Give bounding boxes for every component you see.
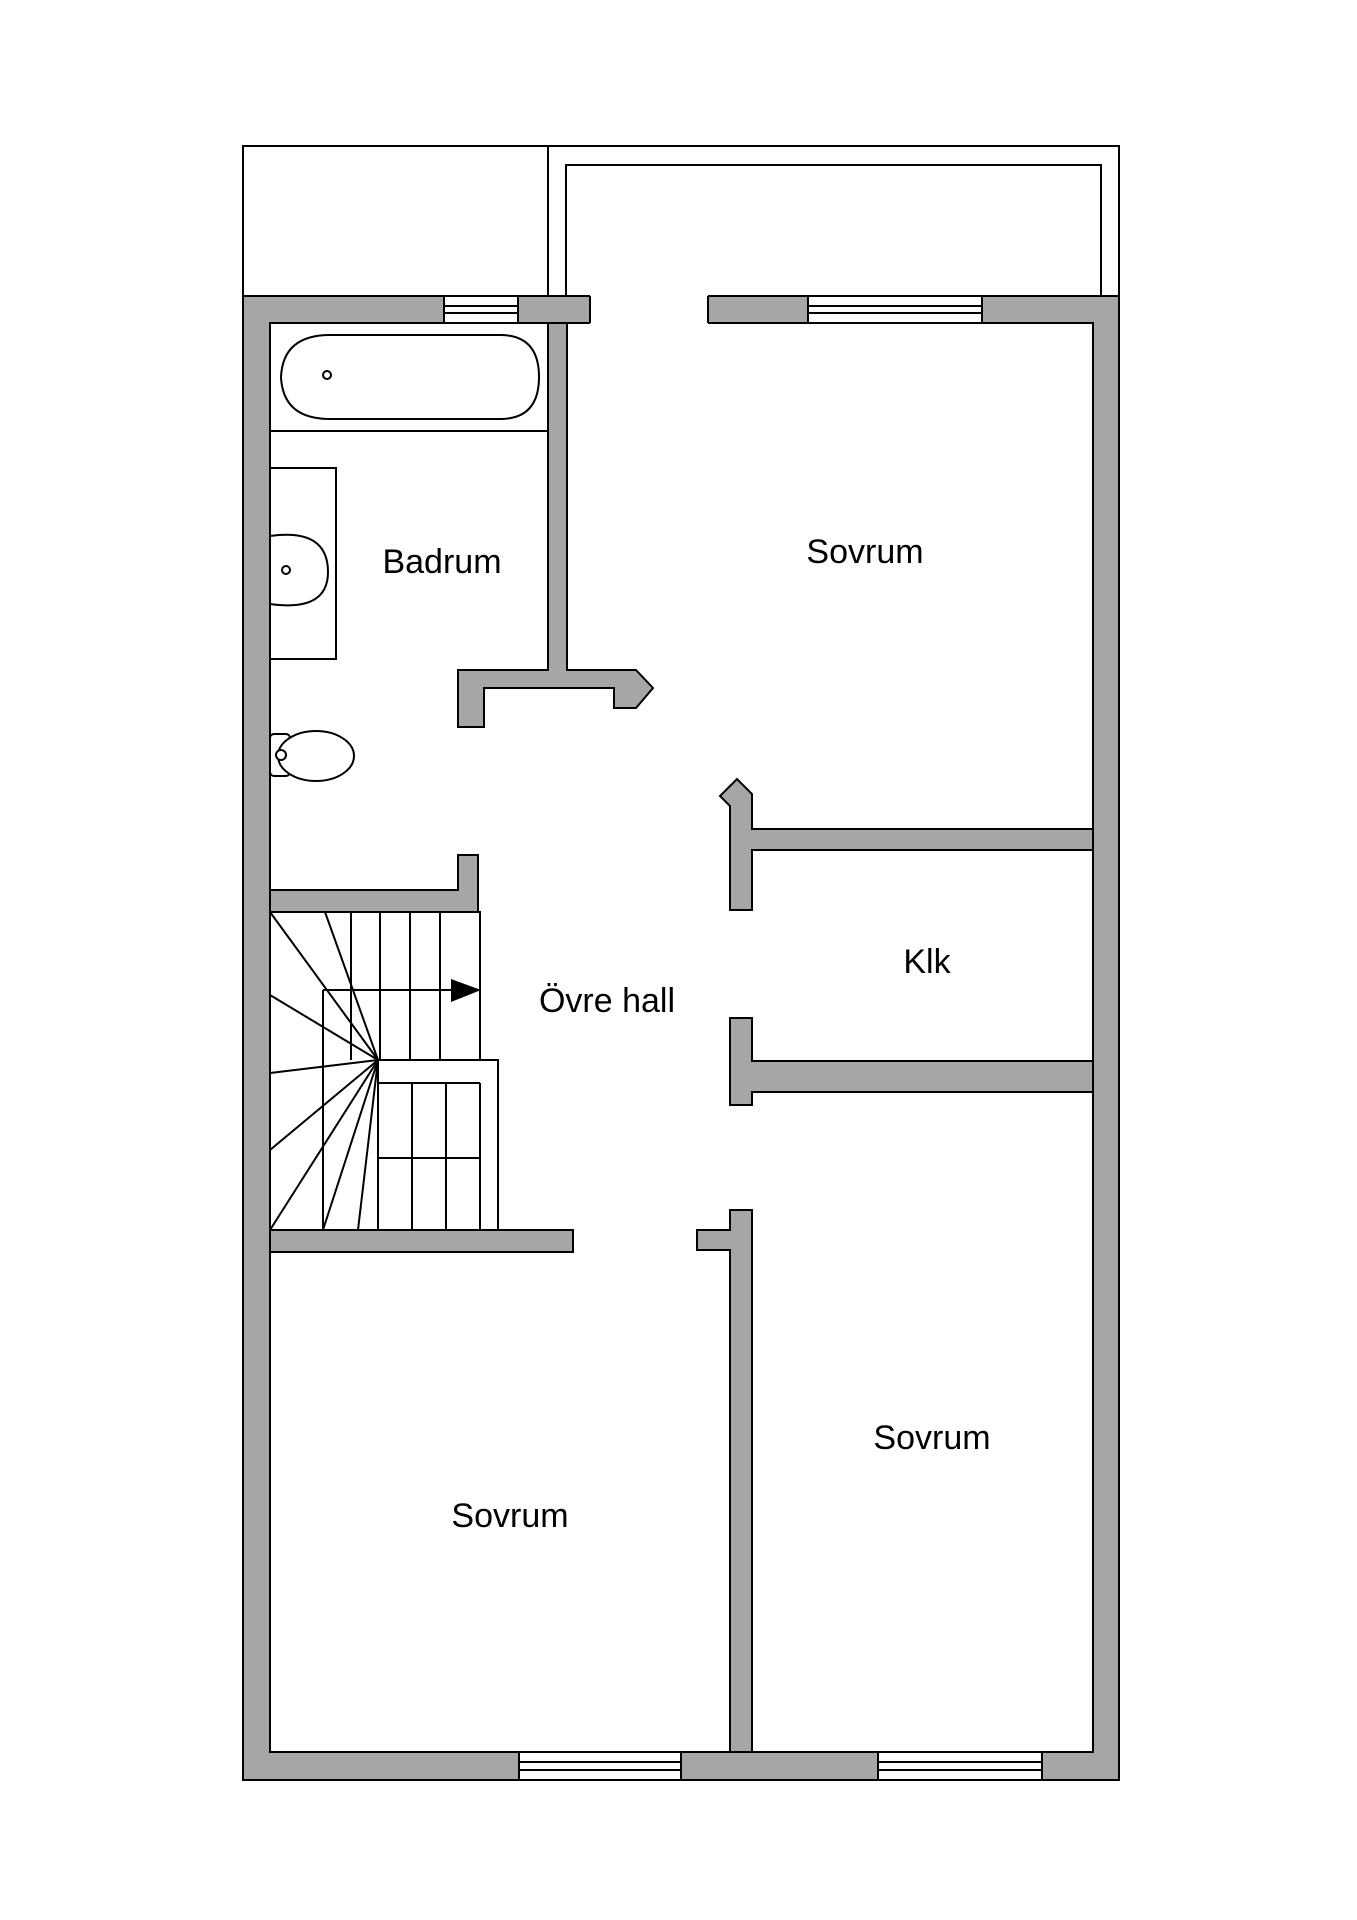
room-labels: Badrum Sovrum Klk Övre hall Sovrum Sovru… xyxy=(382,533,990,1535)
wall-klk-bedroom xyxy=(729,1017,1094,1106)
label-klk: Klk xyxy=(903,943,951,981)
label-sovrum-bottom-left: Sovrum xyxy=(451,1497,568,1535)
balcony-door-opening xyxy=(590,294,708,325)
windows xyxy=(443,295,1043,1781)
bathtub xyxy=(269,322,549,432)
label-sovrum-bottom-right: Sovrum xyxy=(873,1419,990,1457)
bathroom-bottom-wall xyxy=(269,854,479,913)
window-bedroom-bottom-right xyxy=(877,1751,1043,1781)
window-bedroom-top xyxy=(807,295,983,324)
toilet-icon xyxy=(269,730,355,782)
stair-lower-run xyxy=(377,1059,499,1231)
wall-bedroom-klk xyxy=(718,777,1094,911)
bathroom-wall xyxy=(457,322,655,728)
window-bathroom xyxy=(443,295,519,324)
window-bedroom-bottom-left xyxy=(518,1751,682,1781)
label-badrum: Badrum xyxy=(382,543,501,581)
toilet-button xyxy=(275,749,287,761)
sink-counter xyxy=(269,467,337,660)
sink-icon xyxy=(269,533,330,607)
stair-bottom-wall xyxy=(269,1229,574,1253)
sink-drain xyxy=(281,565,291,575)
interior-walls xyxy=(269,322,1094,1753)
balcony xyxy=(242,145,1120,297)
label-sovrum-top: Sovrum xyxy=(806,533,923,571)
balcony-inner xyxy=(565,164,1102,297)
toilet-bowl xyxy=(277,730,355,782)
wall-bedrooms-bottom xyxy=(696,1209,753,1753)
bathtub-basin xyxy=(279,334,541,420)
label-ovre-hall: Övre hall xyxy=(539,982,675,1020)
bathtub-drain xyxy=(322,370,332,380)
staircase xyxy=(269,911,499,1231)
stair-direction-arrow-icon xyxy=(451,979,481,1002)
